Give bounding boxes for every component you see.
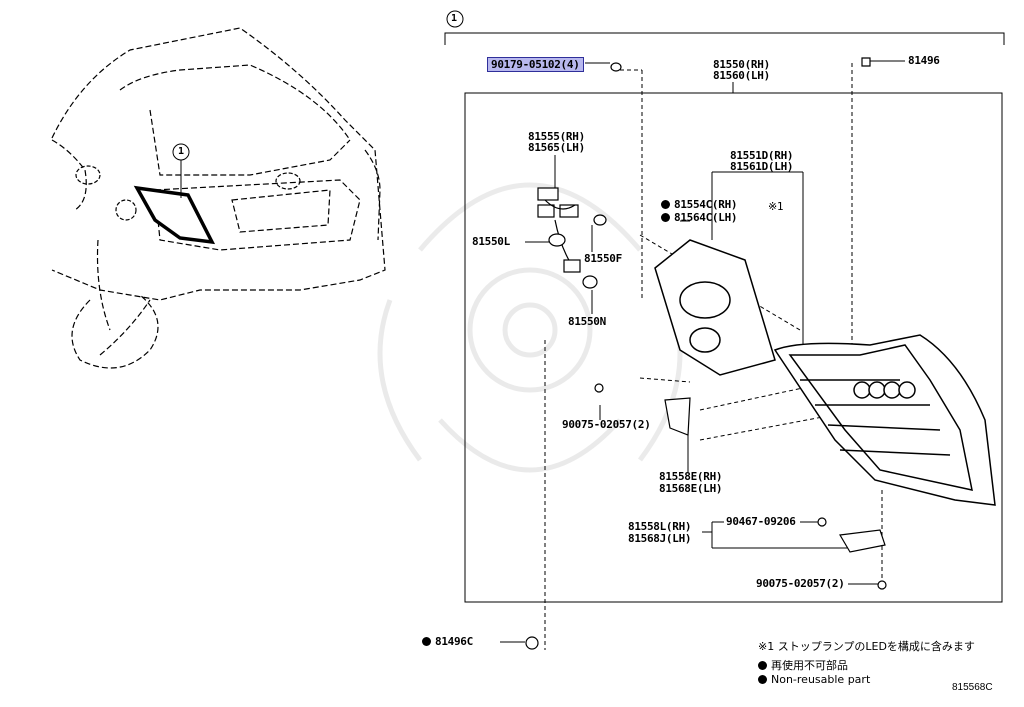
part-81550f[interactable]: 81550F <box>584 252 622 265</box>
fasteners <box>525 57 887 650</box>
note-mark-1: ※1 <box>768 200 784 213</box>
gasket-hole-upper <box>679 281 731 319</box>
legend-dot <box>758 675 767 684</box>
part-90075-02057-a[interactable]: 90075-02057(2) <box>562 418 651 431</box>
part-81496c[interactable]: 81496C <box>422 636 473 647</box>
part-81550l[interactable]: 81550L <box>472 235 510 248</box>
part-81496c-label: 81496C <box>435 635 473 648</box>
part-81561d-lh[interactable]: 81561D(LH) <box>730 160 794 173</box>
nonreusable-dot <box>661 200 670 209</box>
part-90467-09206[interactable]: 90467-09206 <box>726 515 796 528</box>
part-81558l-rh[interactable]: 81558L(RH) <box>628 520 692 533</box>
legend-nonreusable-en-label: Non-reusable part <box>771 673 871 686</box>
part-90075-02057-b[interactable]: 90075-02057(2) <box>756 577 845 590</box>
nonreusable-dot <box>661 213 670 222</box>
car-callout-number: 1 <box>178 146 184 157</box>
part-81564c-lh-label: 81564C(LH) <box>674 211 738 224</box>
part-81568e-lh[interactable]: 81568E(LH) <box>659 482 723 495</box>
socket-harness <box>537 187 607 289</box>
legend-nonreusable-en: Non-reusable part <box>758 673 870 686</box>
part-81550-rh[interactable]: 81550(RH) <box>713 58 770 71</box>
callout-bracket <box>444 32 1005 45</box>
note-led: ※1 ストップランプのLEDを構成に含みます <box>758 640 975 653</box>
part-81551d-rh[interactable]: 81551D(RH) <box>730 149 794 162</box>
tail-lamp-assembly <box>773 334 996 506</box>
part-81554c-rh[interactable]: 81554C(RH) <box>661 198 738 211</box>
legend-nonreusable-jp-label: 再使用不可部品 <box>771 659 848 672</box>
gasket-hole-lower <box>689 327 721 353</box>
leader-lines <box>500 60 905 643</box>
car-tail-lamp-highlight <box>133 185 216 245</box>
part-81555-rh[interactable]: 81555(RH) <box>528 130 585 143</box>
part-90179-05102[interactable]: 90179-05102(4) <box>487 57 584 72</box>
part-81554c-rh-label: 81554C(RH) <box>674 198 738 211</box>
legend-dot <box>758 661 767 670</box>
legend-nonreusable-jp: 再使用不可部品 <box>758 657 848 673</box>
part-81558e-rh[interactable]: 81558E(RH) <box>659 470 723 483</box>
watermark-logo <box>377 182 683 473</box>
callout-circle <box>446 10 464 28</box>
callout-number: 1 <box>451 13 457 24</box>
part-81568j-lh[interactable]: 81568J(LH) <box>628 532 692 545</box>
part-81560-lh[interactable]: 81560(LH) <box>713 69 770 82</box>
car-callout-circle <box>172 143 190 161</box>
part-81550n[interactable]: 81550N <box>568 315 606 328</box>
car-rear-illustration <box>51 27 386 369</box>
part-81496[interactable]: 81496 <box>908 54 940 67</box>
part-81564c-lh[interactable]: 81564C(LH) <box>661 211 738 224</box>
nonreusable-dot <box>422 637 431 646</box>
diagram-code: 815568C <box>952 682 993 693</box>
part-81565-lh[interactable]: 81565(LH) <box>528 141 585 154</box>
